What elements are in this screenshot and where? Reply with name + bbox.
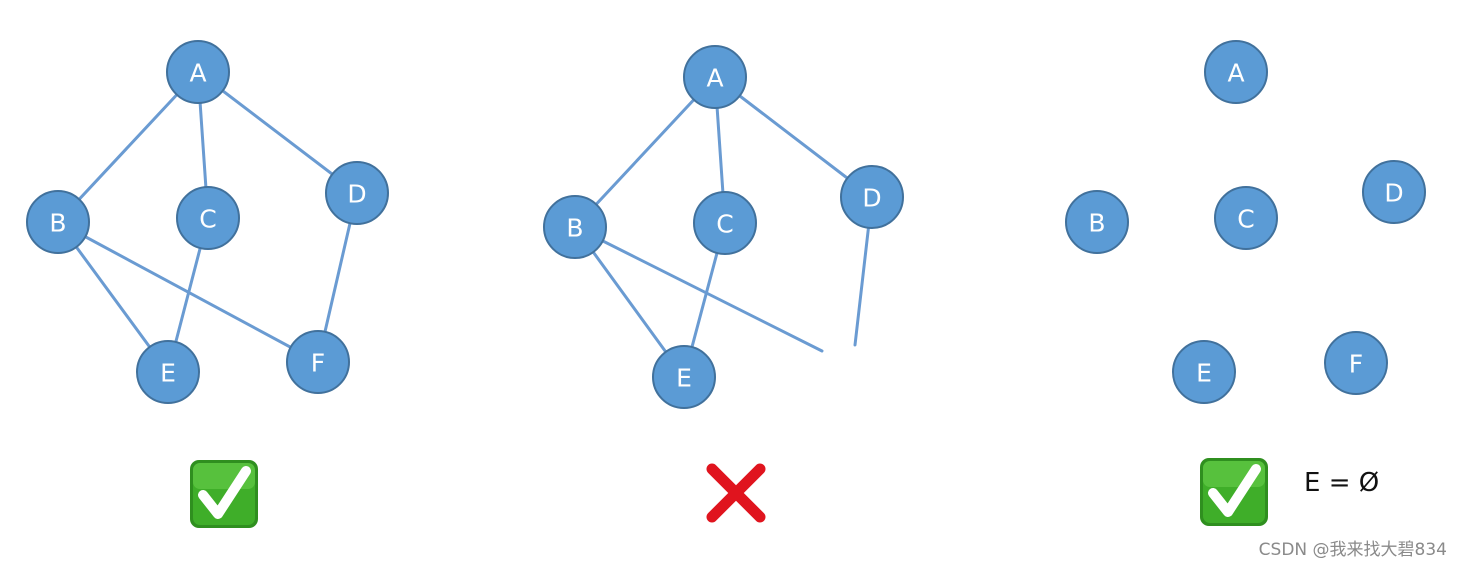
node-C: C — [693, 191, 757, 255]
node-label: A — [189, 59, 206, 88]
node-label: D — [347, 180, 366, 209]
node-label: A — [1227, 59, 1244, 88]
node-C: C — [1214, 186, 1278, 250]
node-B: B — [1065, 190, 1129, 254]
edge-A-D — [713, 75, 874, 199]
watermark: CSDN @我来找大碧834 — [1258, 540, 1447, 560]
node-label: D — [1384, 179, 1403, 208]
node-label: D — [862, 184, 881, 213]
cross-mark-icon — [706, 463, 766, 523]
node-E: E — [136, 340, 200, 404]
edge-set-label: E = Ø — [1304, 468, 1379, 498]
node-A: A — [683, 45, 747, 109]
node-label: F — [1349, 350, 1363, 379]
node-label: F — [311, 349, 325, 378]
node-label: C — [1237, 205, 1254, 234]
node-D: D — [325, 161, 389, 225]
node-D: D — [840, 165, 904, 229]
node-F: F — [286, 330, 350, 394]
node-E: E — [1172, 340, 1236, 404]
node-C: C — [176, 186, 240, 250]
node-A: A — [166, 40, 230, 104]
edge-A-B — [573, 75, 717, 229]
node-label: B — [1088, 209, 1105, 238]
node-B: B — [543, 195, 607, 259]
graph-panel-3: A B C D E F E = Ø — [1065, 40, 1426, 498]
node-B: B — [26, 190, 90, 254]
node-label: B — [566, 214, 583, 243]
node-A: A — [1204, 40, 1268, 104]
node-label: C — [199, 205, 216, 234]
node-label: E — [160, 359, 176, 388]
graph-panel-2: A B C D E — [543, 45, 904, 409]
edge-A-D — [196, 70, 359, 195]
node-E: E — [652, 345, 716, 409]
verdict-icons — [190, 458, 1268, 528]
dangling-edge-B — [573, 225, 824, 353]
node-label: E — [1196, 359, 1212, 388]
node-label: A — [706, 64, 723, 93]
node-label: B — [49, 209, 66, 238]
graph-panel-1: A B C D E F — [26, 40, 389, 404]
node-label: C — [716, 210, 733, 239]
check-mark-icon — [190, 460, 258, 528]
node-D: D — [1362, 160, 1426, 224]
check-mark-icon — [1200, 458, 1268, 526]
edge-A-B — [56, 70, 200, 224]
node-label: E — [676, 364, 692, 393]
node-F: F — [1324, 331, 1388, 395]
